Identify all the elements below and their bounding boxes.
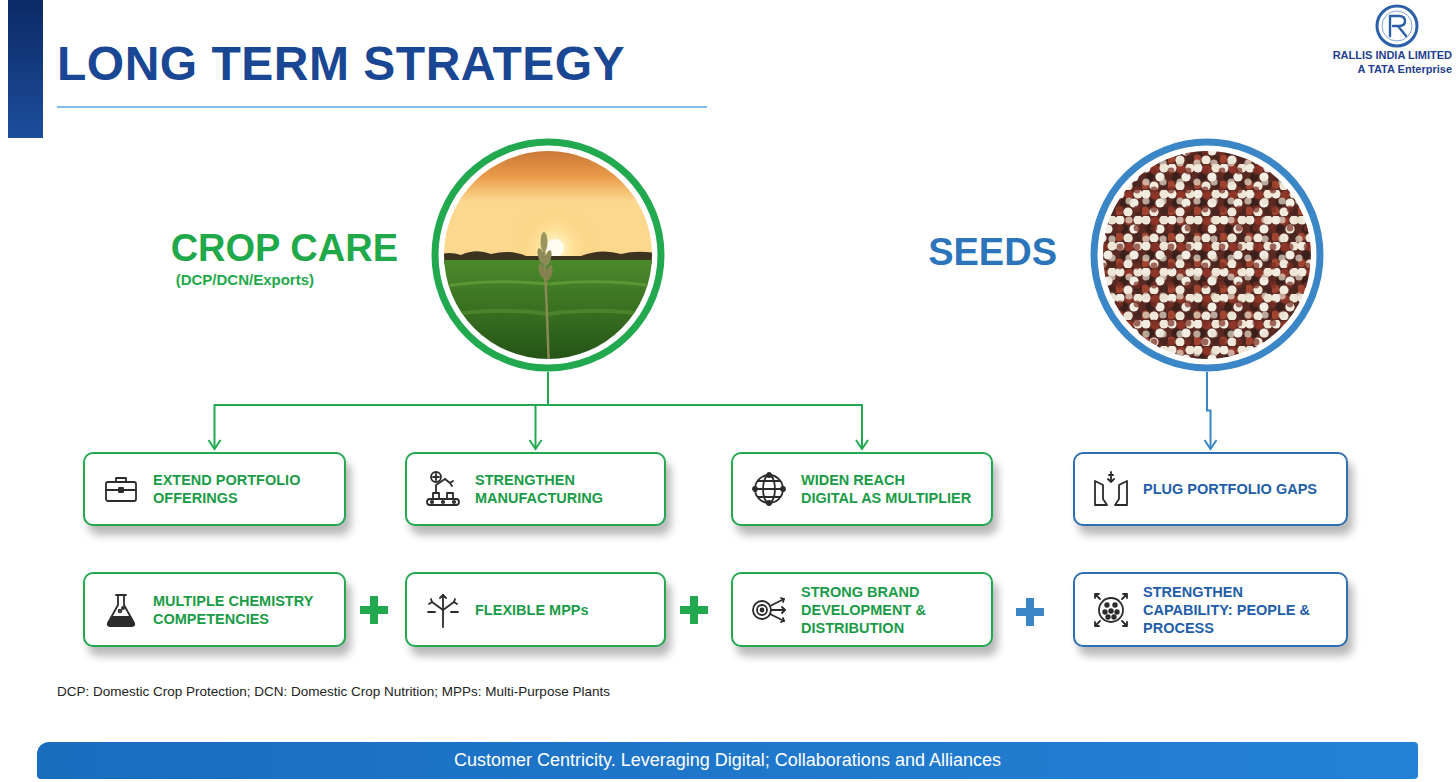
box-text: STRENGTHEN CAPABILITY: PEOPLE & PROCESS — [1143, 583, 1336, 637]
plus-sign — [680, 596, 708, 624]
box-text: STRENGTHEN MANUFACTURING — [475, 471, 654, 507]
connector — [1205, 372, 1217, 449]
circle-heading: CROP CARE(DCP/DCN/Exports) — [171, 226, 398, 290]
band-text: Customer Centricity. Leveraging Digital;… — [454, 750, 1001, 771]
arrow-head — [209, 440, 221, 449]
strategy-box: FLEXIBLE MPPs — [405, 572, 666, 647]
box-text: FLEXIBLE MPPs — [475, 601, 589, 619]
box-icon — [749, 469, 789, 509]
box-icon — [749, 590, 789, 630]
box-text-group: PLUG PORTFOLIO GAPS — [1143, 480, 1317, 498]
box-icon — [423, 469, 463, 509]
company-logo — [1377, 6, 1417, 46]
connector-line — [1207, 372, 1211, 449]
title-underline — [57, 106, 707, 108]
slide-title: LONG TERM STRATEGY — [57, 36, 625, 91]
box-icon — [101, 469, 141, 509]
box-text-group: WIDEN REACHDIGITAL AS MULTIPLIER — [801, 471, 971, 507]
box-text: MULTIPLE CHEMISTRY COMPETENCIES — [153, 592, 334, 628]
title-bar — [8, 0, 43, 138]
box-text-group: STRENGTHEN CAPABILITY: PEOPLE & PROCESS — [1143, 583, 1336, 637]
connector — [530, 372, 549, 449]
plus-sign — [360, 596, 388, 624]
strategy-box: EXTEND PORTFOLIO OFFERINGS — [83, 452, 346, 526]
company-tagline: A TATA Enterprise — [1357, 63, 1452, 75]
box-icon — [101, 590, 141, 630]
box-icon — [1091, 590, 1131, 630]
company-name: RALLIS INDIA LIMITED — [1333, 49, 1452, 61]
connector — [548, 372, 868, 449]
arrow-head — [1205, 440, 1217, 449]
box-text-group: STRONG BRAND DEVELOPMENT & DISTRIBUTION — [801, 583, 981, 637]
box-text: PLUG PORTFOLIO GAPS — [1143, 480, 1317, 498]
crop-care-circle: CROP CARE(DCP/DCN/Exports) — [431, 138, 665, 372]
circle-heading: SEEDS — [928, 230, 1057, 274]
heading-text: SEEDS — [928, 230, 1057, 274]
connector-line — [215, 372, 549, 449]
box-text-group: FLEXIBLE MPPs — [475, 601, 589, 619]
box-text: EXTEND PORTFOLIO OFFERINGS — [153, 471, 334, 507]
connector-line — [548, 372, 862, 449]
box-text: DIGITAL AS MULTIPLIER — [801, 489, 971, 507]
circle-photo — [431, 138, 665, 372]
box-icon — [423, 590, 463, 630]
strategy-box: WIDEN REACHDIGITAL AS MULTIPLIER — [731, 452, 993, 526]
box-text-group: MULTIPLE CHEMISTRY COMPETENCIES — [153, 592, 334, 628]
plus-sign — [1016, 598, 1044, 626]
arrow-head — [530, 440, 542, 449]
circle-photo — [1090, 138, 1324, 372]
box-text: STRONG BRAND DEVELOPMENT & DISTRIBUTION — [801, 583, 981, 637]
footnote: DCP: Domestic Crop Protection; DCN: Dome… — [57, 684, 610, 699]
heading-text: CROP CARE — [171, 226, 398, 270]
box-text: WIDEN REACH — [801, 471, 971, 489]
strategy-box: MULTIPLE CHEMISTRY COMPETENCIES — [83, 572, 346, 647]
box-text-group: EXTEND PORTFOLIO OFFERINGS — [153, 471, 334, 507]
strategy-box: PLUG PORTFOLIO GAPS — [1073, 452, 1348, 526]
arrow-head — [856, 440, 868, 449]
strategy-box: STRONG BRAND DEVELOPMENT & DISTRIBUTION — [731, 572, 993, 647]
seeds-circle: SEEDS — [1090, 138, 1324, 372]
connector — [209, 372, 549, 449]
strategy-box: STRENGTHEN CAPABILITY: PEOPLE & PROCESS — [1073, 572, 1348, 647]
strategy-box: STRENGTHEN MANUFACTURING — [405, 452, 666, 526]
box-text-group: STRENGTHEN MANUFACTURING — [475, 471, 654, 507]
footer-band: Customer Centricity. Leveraging Digital;… — [37, 742, 1418, 779]
subheading-text: (DCP/DCN/Exports) — [176, 270, 398, 290]
box-icon — [1091, 469, 1131, 509]
connector-line — [536, 372, 549, 449]
